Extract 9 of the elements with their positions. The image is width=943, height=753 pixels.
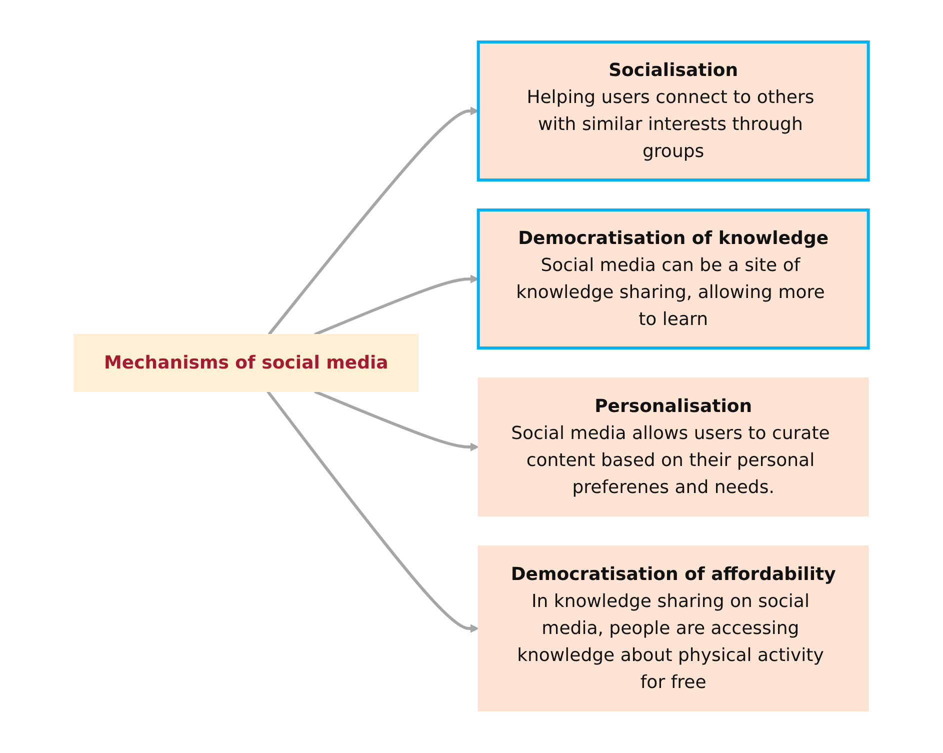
- node-box: Socialisation Helping users connect to others with similar interests through groups: [477, 40, 870, 182]
- arrow: [314, 390, 480, 452]
- node-box: Personalisation Social media allows users to curate content based on their personal preferenes and needs.: [478, 378, 870, 516]
- node-box: Democratisation of knowledge Social media can be a site of knowledge sharing, allowing more to learn: [477, 208, 870, 350]
- node-box: Democratisation of affordability In knowledge sharing on social media, people are accessing knowledge about physical activity for free: [478, 546, 870, 712]
- arrow: [314, 274, 480, 336]
- arrow: [268, 106, 480, 336]
- arrow: [267, 390, 480, 633]
- node-box: Mechanisms of social media: [74, 334, 420, 392]
